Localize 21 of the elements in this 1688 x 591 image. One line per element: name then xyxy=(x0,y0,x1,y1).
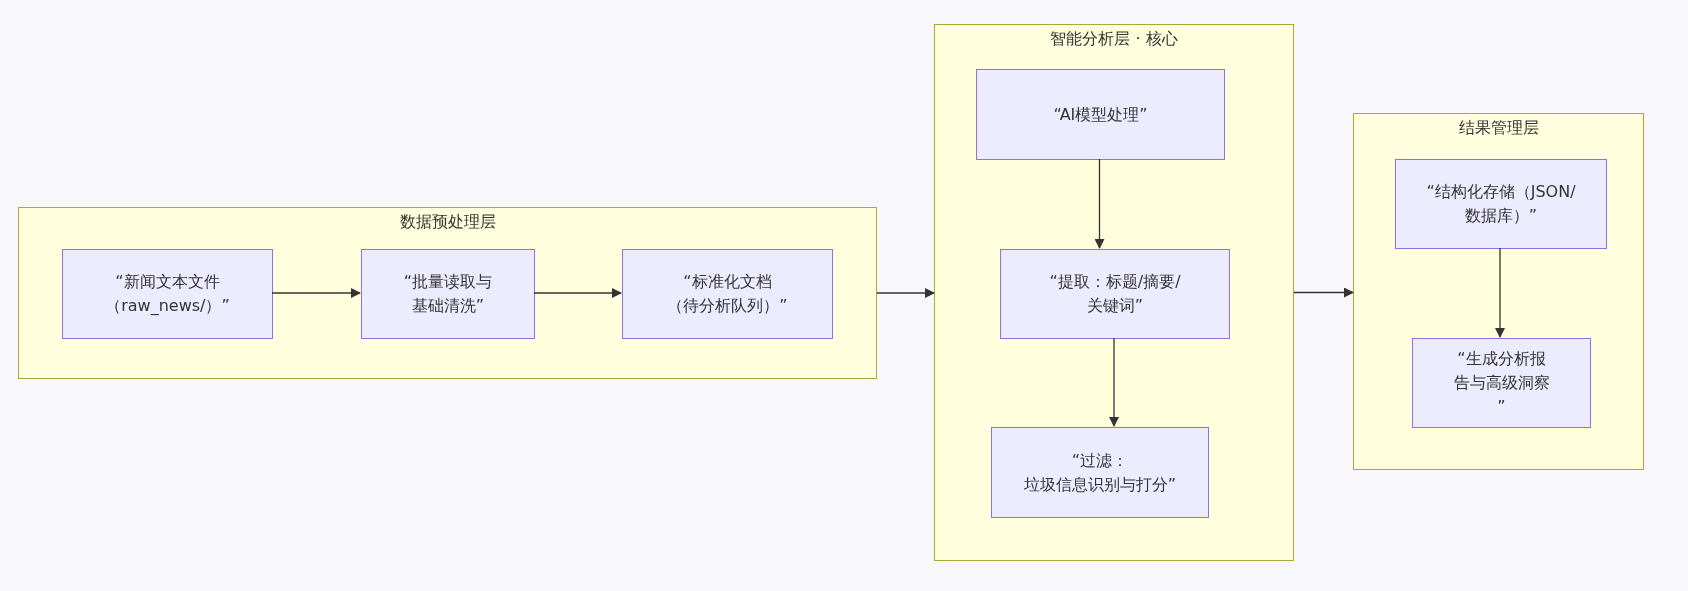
process-box: “批量读取与基础清洗” xyxy=(361,249,535,339)
layer-panel xyxy=(1353,113,1644,470)
panel-title: 智能分析层 · 核心 xyxy=(1050,29,1178,50)
arrow xyxy=(533,288,622,298)
arrow xyxy=(1109,337,1119,427)
process-box: “AI模型处理” xyxy=(976,69,1225,160)
arrow xyxy=(1094,158,1105,249)
panel-title: 数据预处理层 xyxy=(399,212,496,233)
layer-panel xyxy=(18,207,877,379)
arrow xyxy=(271,288,361,298)
arrow xyxy=(1293,287,1354,298)
process-box: “标准化文档（待分析队列）” xyxy=(622,249,833,339)
panel-title: 结果管理层 xyxy=(1458,118,1539,139)
process-box: “生成分析报告与高级洞察” xyxy=(1412,338,1591,428)
arrow xyxy=(1495,247,1505,338)
process-box: “新闻文本文件（raw_news/）” xyxy=(62,249,273,339)
arrow xyxy=(876,288,935,298)
layer-panel xyxy=(934,24,1294,561)
process-box: “结构化存储（JSON/数据库）” xyxy=(1395,159,1607,249)
process-box: “过滤：垃圾信息识别与打分” xyxy=(991,427,1209,518)
process-box: “提取：标题/摘要/关键词” xyxy=(1000,249,1230,339)
